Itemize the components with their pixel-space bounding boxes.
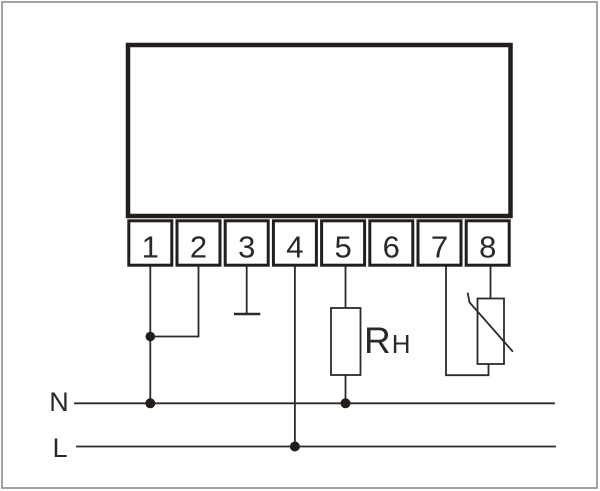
terminal-box-4: [271, 219, 318, 267]
terminal-label-8: 8: [479, 230, 496, 265]
junction-dot-t4-line: [289, 441, 300, 452]
terminal-label-4: 4: [286, 230, 303, 265]
terminal-box-7: [416, 219, 463, 267]
terminal-box-5: [320, 219, 367, 267]
terminal-label-2: 2: [190, 230, 207, 265]
terminal-label-1: 1: [142, 230, 159, 265]
varistor-diagonal-icon: [466, 292, 514, 353]
terminal-box-3: [223, 219, 270, 267]
junction-dot-resistor-neutral: [340, 398, 351, 409]
terminal-label-6: 6: [383, 230, 400, 265]
wire-terminal7-to-varistor: [445, 266, 490, 377]
resistor-label-main: R: [364, 320, 391, 361]
wire-terminal2-to-terminal1: [149, 266, 200, 338]
terminal-box-2: [175, 219, 222, 267]
resistor-rh: RH: [330, 266, 411, 405]
terminal-strip: 1 2 3 4 5 6 7 8: [127, 219, 511, 267]
terminal-box-1: [127, 219, 174, 267]
terminal-label-7: 7: [431, 230, 448, 265]
terminal-label-3: 3: [238, 230, 255, 265]
ground-symbol: [234, 266, 261, 316]
device-body: [125, 42, 513, 219]
varistor: [445, 266, 514, 377]
neutral-label: N: [49, 387, 69, 417]
resistor-label-sub: H: [392, 329, 411, 359]
resistor-symbol: [330, 307, 362, 376]
junction-dot-t1-t2: [145, 331, 156, 342]
junction-dot-t1-neutral: [145, 398, 156, 409]
line-label: L: [52, 433, 67, 463]
terminal-label-5: 5: [334, 230, 351, 265]
resistor-rh-label: RH: [364, 320, 411, 361]
terminal-box-8: [464, 219, 511, 267]
terminal-box-6: [368, 219, 415, 267]
varistor-body: [476, 297, 505, 365]
supply-lines: N L: [49, 387, 556, 463]
